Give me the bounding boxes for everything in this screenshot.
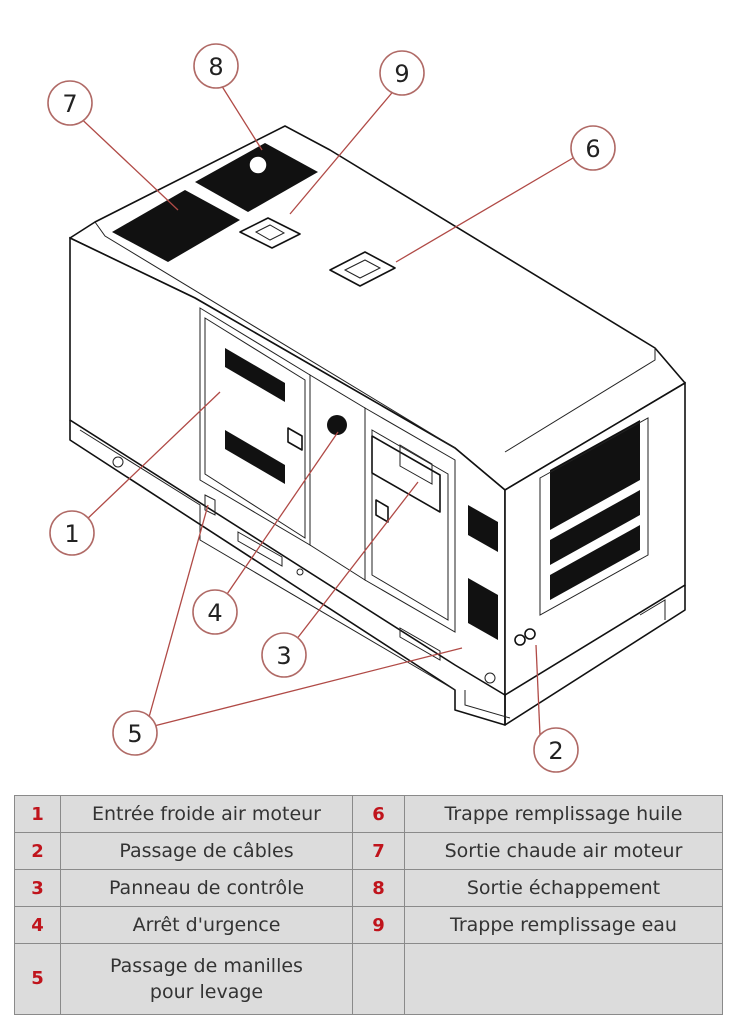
legend-number: 8 — [352, 869, 405, 907]
callout-4: 4 — [192, 589, 238, 635]
legend-label: Trappe remplissage huile — [404, 795, 723, 833]
callout-1: 1 — [49, 510, 95, 556]
legend-number: 1 — [14, 795, 61, 833]
callout-6: 6 — [570, 125, 616, 171]
generator-enclosure — [69, 125, 686, 726]
callout-3: 3 — [261, 632, 307, 678]
legend-number: 4 — [14, 906, 61, 944]
legend-number: 5 — [14, 943, 61, 1015]
legend-number: 9 — [352, 906, 405, 944]
legend-number: 6 — [352, 795, 405, 833]
legend-label-line: Passage de manilles — [110, 955, 303, 977]
callout-9-number: 9 — [394, 60, 409, 88]
legend-number: 3 — [14, 869, 61, 907]
callout-8-number: 8 — [208, 53, 223, 81]
legend-label-line: pour levage — [149, 981, 264, 1003]
callout-leaders — [71, 79, 574, 736]
legend-number: 2 — [14, 832, 61, 870]
legend-row: 4 Arrêt d'urgence 9 Trappe remplissage e… — [14, 906, 723, 944]
legend-number-empty — [352, 943, 405, 1015]
legend-label: Sortie échappement — [404, 869, 723, 907]
legend-label: Entrée froide air moteur — [60, 795, 353, 833]
callout-7: 7 — [47, 80, 93, 126]
callout-6-number: 6 — [585, 135, 600, 163]
legend-label: Passage de câbles — [60, 832, 353, 870]
legend-row: 5 Passage de manilles pour levage — [14, 943, 723, 1015]
legend-number: 7 — [352, 832, 405, 870]
callout-8: 8 — [193, 43, 239, 89]
legend-label-multiline: Passage de manilles pour levage — [60, 943, 353, 1015]
callout-7-number: 7 — [62, 90, 77, 118]
generator-diagram: 1 2 3 4 5 6 7 8 9 — [47, 43, 686, 773]
callout-3-number: 3 — [276, 642, 291, 670]
legend-label: Trappe remplissage eau — [404, 906, 723, 944]
callout-5-number: 5 — [127, 720, 142, 748]
legend-table: 1 Entrée froide air moteur 6 Trappe remp… — [14, 795, 723, 1015]
legend-label: Panneau de contrôle — [60, 869, 353, 907]
legend-label-empty — [404, 943, 723, 1015]
legend-row: 1 Entrée froide air moteur 6 Trappe remp… — [14, 795, 723, 833]
legend-label: Sortie chaude air moteur — [404, 832, 723, 870]
callout-2-number: 2 — [548, 737, 563, 765]
legend-row: 2 Passage de câbles 7 Sortie chaude air … — [14, 832, 723, 870]
callout-2: 2 — [533, 727, 579, 773]
callout-4-number: 4 — [207, 599, 222, 627]
legend-label: Arrêt d'urgence — [60, 906, 353, 944]
callout-9: 9 — [379, 50, 425, 96]
callout-1-number: 1 — [64, 520, 79, 548]
callout-5: 5 — [112, 710, 158, 756]
legend-row: 3 Panneau de contrôle 8 Sortie échappeme… — [14, 869, 723, 907]
